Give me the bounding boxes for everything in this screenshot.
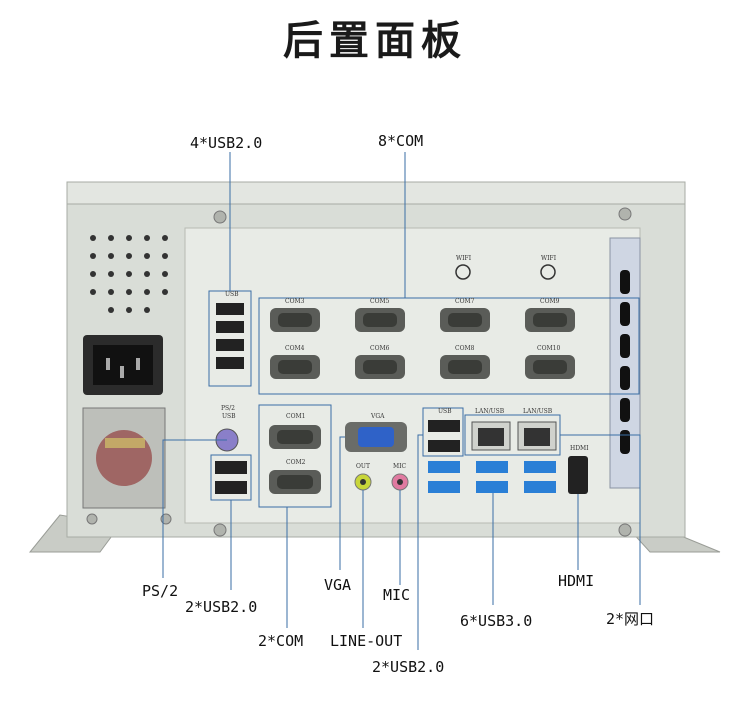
callout-2usb2-bottom: 2*USB2.0	[372, 658, 445, 676]
panel-label: COM7	[455, 298, 475, 305]
callout-2com: 2*COM	[258, 632, 304, 650]
panel-label: COM4	[285, 345, 305, 352]
panel-label: USB	[222, 413, 236, 420]
panel-label: COM2	[286, 459, 306, 466]
wifi-antenna-icon	[540, 264, 556, 280]
usb3-ports	[428, 461, 556, 493]
panel-label: COM3	[285, 298, 305, 305]
panel-label: WIFI	[541, 255, 557, 262]
callout-2lan: 2*网口	[606, 610, 655, 628]
callout-lines	[162, 152, 641, 650]
chassis-top-lip	[66, 181, 686, 205]
panel-label: PS/2	[221, 405, 235, 412]
callout-4usb2: 4*USB2.0	[190, 134, 263, 152]
screw-icon	[618, 207, 632, 221]
callout-6usb3: 6*USB3.0	[460, 612, 533, 630]
panel-label: MIC	[393, 463, 407, 470]
screw-icon	[213, 210, 227, 224]
usb2-mid-box	[422, 407, 464, 457]
power-socket-inner	[93, 345, 153, 385]
panel-label: COM6	[370, 345, 390, 352]
panel-label: USB	[225, 291, 239, 298]
panel-label: LAN/USB	[475, 408, 505, 415]
vent-holes	[90, 235, 168, 313]
callout-hdmi: HDMI	[558, 572, 595, 590]
panel-label: HDMI	[570, 445, 589, 452]
usb2-ports	[216, 303, 244, 369]
screw-icon	[618, 523, 632, 537]
com2-group-box	[258, 404, 332, 508]
callout-ps2: PS/2	[142, 582, 179, 600]
callout-2usb2-left: 2*USB2.0	[185, 598, 258, 616]
panel-label: LAN/USB	[523, 408, 553, 415]
callout-8com: 8*COM	[378, 132, 424, 150]
hdmi-port	[568, 456, 588, 494]
panel-label: COM9	[540, 298, 560, 305]
panel-label: COM1	[286, 413, 305, 420]
callout-vga: VGA	[324, 576, 352, 594]
com-ports-row2	[270, 355, 575, 379]
callout-mic: MIC	[383, 586, 411, 604]
screw-icon	[213, 523, 227, 537]
screw-icon	[86, 513, 98, 525]
panel-label: VGA	[370, 413, 385, 420]
callout-line-out: LINE-OUT	[330, 632, 403, 650]
com-ports-row1	[270, 308, 575, 332]
page-title: 后置面板	[283, 18, 467, 64]
panel-label: COM10	[537, 345, 560, 352]
wifi-antenna-icon	[455, 264, 471, 280]
panel-label: USB	[438, 408, 452, 415]
panel-label: OUT	[356, 463, 370, 470]
com8-group-box	[258, 297, 640, 395]
panel-label: WIFI	[456, 255, 472, 262]
panel-label: COM8	[455, 345, 475, 352]
panel-label: COM5	[370, 298, 390, 305]
